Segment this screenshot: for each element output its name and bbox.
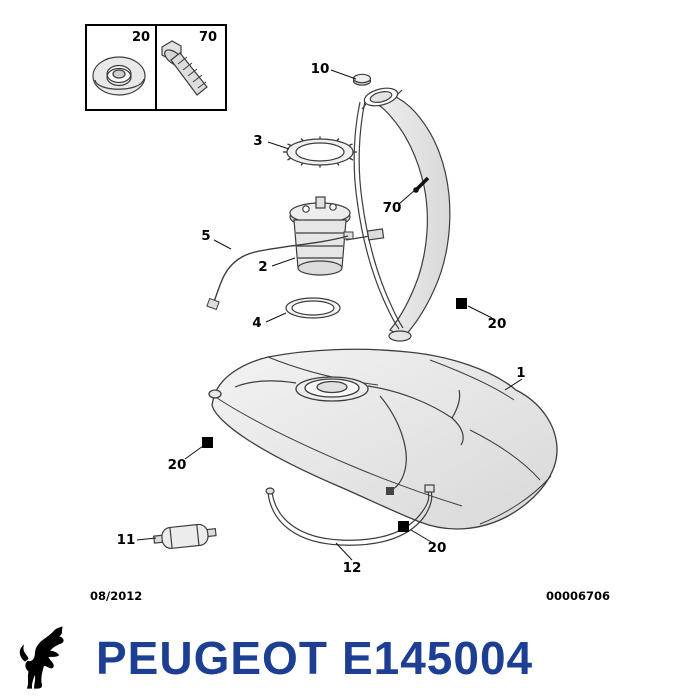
pump-module-drawing xyxy=(289,196,385,276)
callout-1: 1 xyxy=(504,365,526,391)
svg-text:11: 11 xyxy=(117,532,136,548)
callout-20-left: 20 xyxy=(168,445,204,473)
svg-text:20: 20 xyxy=(428,540,447,556)
svg-text:3: 3 xyxy=(253,133,262,149)
callout-12: 12 xyxy=(335,542,362,576)
callout-5: 5 xyxy=(201,228,232,250)
diagram-doc-number: 00006706 xyxy=(546,589,610,603)
legend-box: 20 70 xyxy=(85,24,227,111)
callout-20-bottom: 20 xyxy=(410,529,447,556)
seal-ring-drawing xyxy=(285,297,341,319)
svg-text:1: 1 xyxy=(516,365,525,381)
bolt-marker-bottom xyxy=(398,521,409,532)
diagram-date: 08/2012 xyxy=(90,589,142,603)
fuel-tank-drawing xyxy=(208,348,558,530)
callout-20-right: 20 xyxy=(467,305,507,332)
svg-text:20: 20 xyxy=(168,457,187,473)
svg-text:20: 20 xyxy=(488,316,507,332)
peugeot-lion-logo xyxy=(19,626,64,689)
filler-pipe-drawing xyxy=(353,87,451,342)
legend-label-20: 20 xyxy=(132,30,150,45)
bolt-part-drawing xyxy=(161,40,208,96)
hose-drawing xyxy=(265,484,435,546)
callout-11: 11 xyxy=(117,532,157,548)
lock-ring-drawing xyxy=(283,136,357,168)
legend-label-70: 70 xyxy=(199,30,217,45)
svg-text:12: 12 xyxy=(343,560,362,576)
grommet-part-drawing xyxy=(92,56,146,96)
svg-text:70: 70 xyxy=(383,200,402,216)
callout-4: 4 xyxy=(252,312,287,331)
cap-seal-drawing xyxy=(352,73,372,86)
harness-drawing xyxy=(206,231,354,311)
fuel-tank-parts-diagram: 20 70 xyxy=(85,24,610,603)
svg-text:2: 2 xyxy=(258,259,267,275)
part-code: E145004 xyxy=(341,632,534,684)
svg-text:10: 10 xyxy=(311,61,330,77)
callout-10: 10 xyxy=(311,61,357,80)
svg-text:4: 4 xyxy=(252,315,261,331)
callout-70: 70 xyxy=(383,189,416,216)
callout-2: 2 xyxy=(258,257,296,275)
brand-name: PEUGEOT xyxy=(96,632,328,684)
pipe-bolt-marker xyxy=(413,176,430,193)
callout-3: 3 xyxy=(253,133,290,150)
svg-text:5: 5 xyxy=(201,228,210,244)
fuel-filter-drawing xyxy=(153,523,217,549)
bolt-marker-right xyxy=(456,298,467,309)
bolt-marker-left xyxy=(202,437,213,448)
